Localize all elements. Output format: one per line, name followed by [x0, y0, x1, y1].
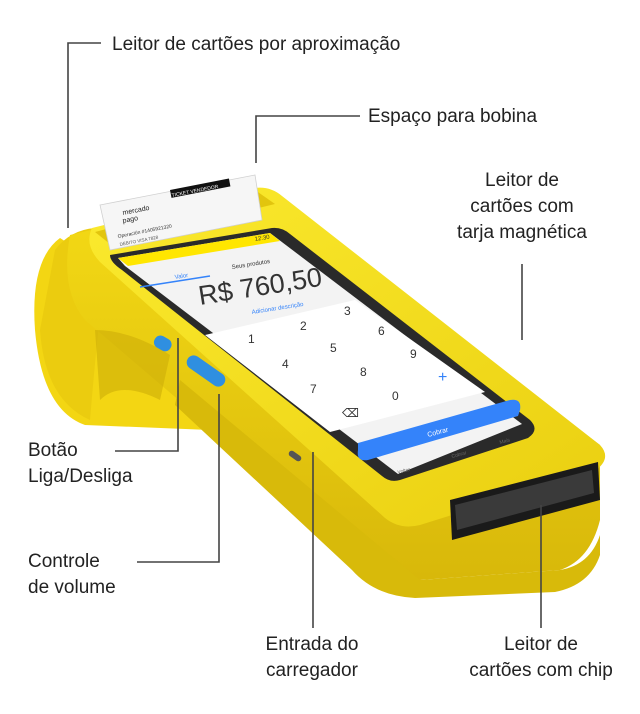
key-7[interactable]: 7 — [310, 382, 317, 396]
key-9[interactable]: 9 — [410, 347, 417, 361]
key-0[interactable]: 0 — [392, 389, 399, 403]
receipt-brand-2: pago — [122, 215, 139, 225]
key-1[interactable]: 1 — [248, 332, 255, 346]
label-chip-reader: Leitor de cartões com chip — [469, 634, 613, 681]
key-4[interactable]: 4 — [282, 357, 289, 371]
device-screen: 12:30 Valor Seus produtos R$ 760,50 Adic… — [110, 227, 535, 481]
tab-valor[interactable]: Valor — [174, 273, 188, 281]
key-2[interactable]: 2 — [300, 319, 307, 333]
nav-back[interactable]: Voltar — [397, 467, 411, 476]
status-time: 12:30 — [254, 235, 270, 243]
nav-more[interactable]: Mais — [499, 437, 511, 446]
label-magstripe-reader: Leitor de cartões com tarja magnética — [457, 170, 587, 243]
leader-lines — [67, 42, 542, 628]
key-plus[interactable]: + — [438, 369, 447, 386]
key-5[interactable]: 5 — [330, 341, 337, 355]
label-charger-port: Entrada do carregador — [265, 634, 359, 681]
key-3[interactable]: 3 — [344, 304, 351, 318]
key-8[interactable]: 8 — [360, 365, 367, 379]
label-contactless-reader: Leitor de cartões por aproximação — [112, 34, 401, 55]
charge-button[interactable] — [357, 399, 521, 461]
label-paper-roll: Espaço para bobina — [368, 106, 538, 127]
label-power-button: Botão Liga/Desliga — [28, 440, 133, 487]
receipt: mercado pago TICKET VENDEDOR Operación #… — [99, 174, 263, 251]
label-volume-control: Controle de volume — [28, 551, 116, 598]
nav-charge[interactable]: Cobrar — [451, 450, 468, 460]
key-backspace[interactable]: ⌫ — [341, 406, 359, 420]
key-6[interactable]: 6 — [378, 324, 385, 338]
tab-products[interactable]: Seus produtos — [231, 259, 270, 271]
